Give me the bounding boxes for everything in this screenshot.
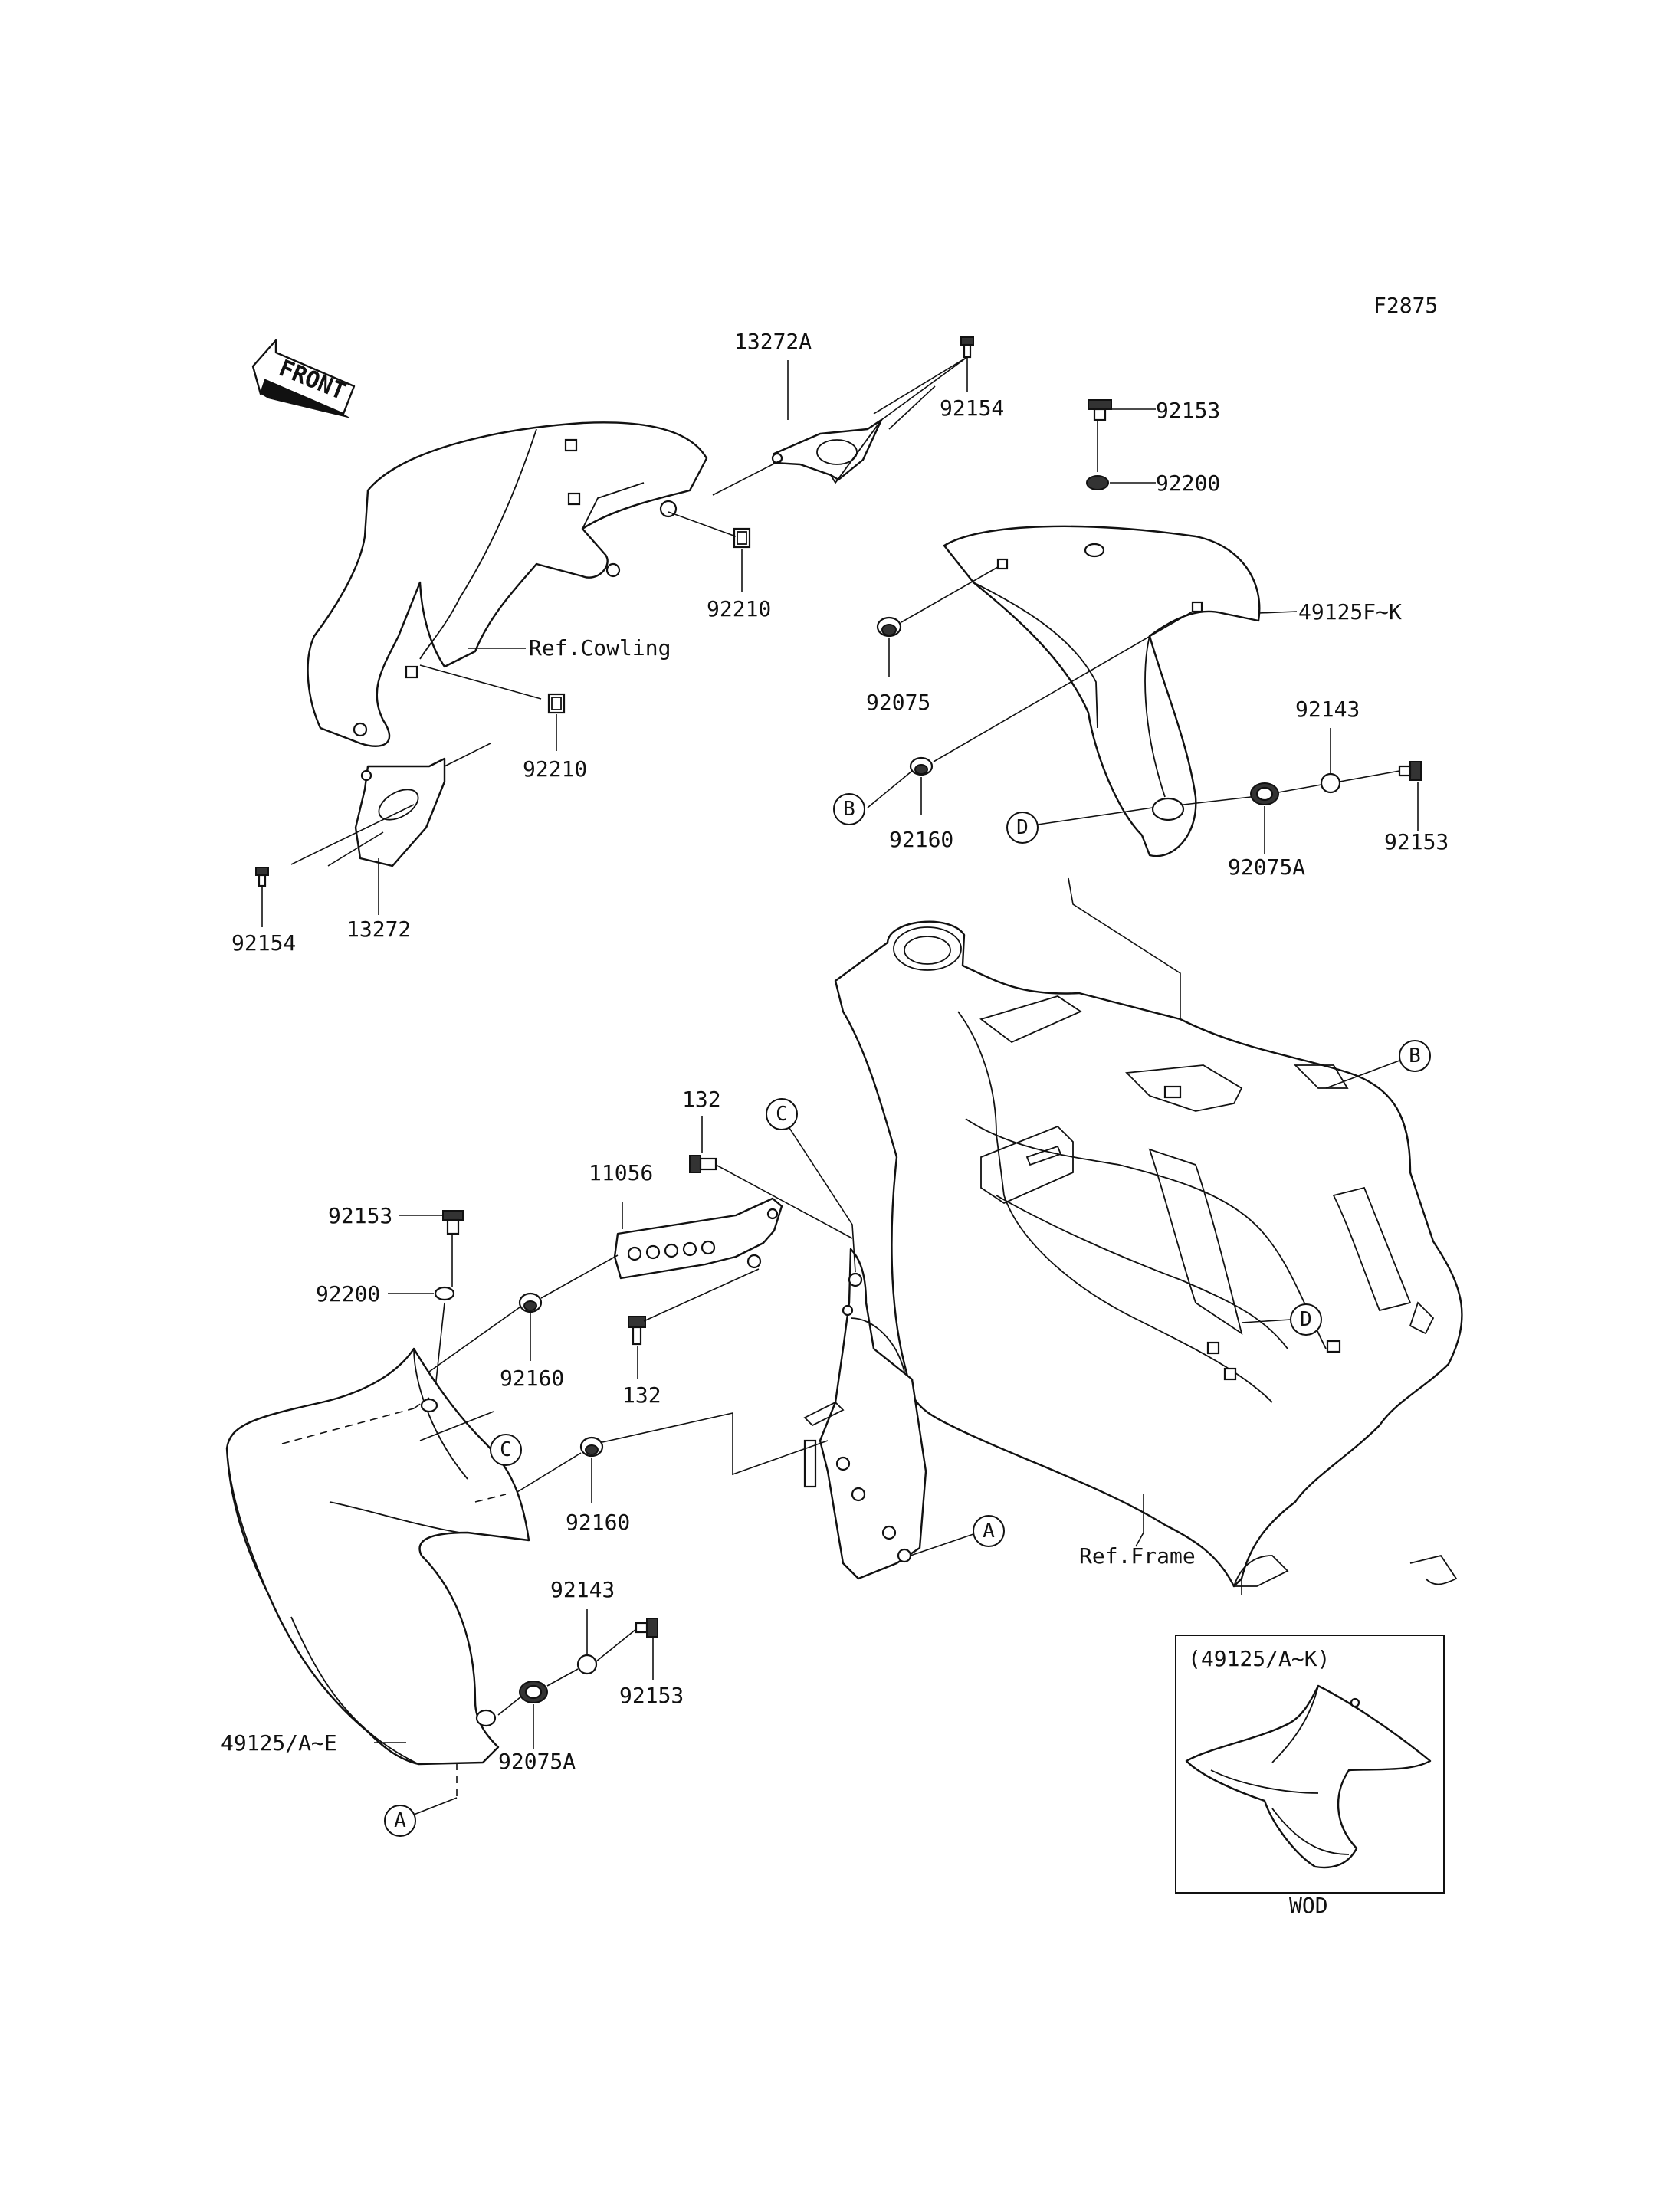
label-92075: 92075 xyxy=(866,690,930,715)
callout-c-frame xyxy=(766,1098,798,1130)
grommet-92075A-low xyxy=(519,1681,548,1703)
grommet-92075A-top xyxy=(1250,782,1279,805)
callout-b-fender xyxy=(833,793,865,825)
figure-code: F2875 xyxy=(1373,293,1438,318)
label-92160-mid: 92160 xyxy=(500,1366,564,1391)
svg-text:D: D xyxy=(1300,1308,1312,1331)
bolt-92153-top xyxy=(1088,399,1112,421)
label-92160-low: 92160 xyxy=(566,1510,630,1535)
cowling-assembly xyxy=(307,421,708,747)
label-92160-top: 92160 xyxy=(889,827,953,852)
label-13272A: 13272A xyxy=(734,329,812,354)
washer-92143-low xyxy=(576,1654,598,1675)
nut-92210-b xyxy=(547,693,566,714)
label-11056: 11056 xyxy=(589,1160,653,1185)
washer-92200-top xyxy=(1086,475,1109,490)
bolt-92154-left xyxy=(255,867,269,887)
frame-side-bracket xyxy=(803,1248,927,1580)
bracket-11056 xyxy=(613,1197,783,1280)
washer-92143-top xyxy=(1320,772,1341,794)
front-arrow-icon: FRONT xyxy=(251,339,356,418)
side-shroud xyxy=(225,1347,530,1766)
inset-caption: WOD xyxy=(1289,1893,1328,1918)
label-92210-b: 92210 xyxy=(523,756,587,782)
label-92200-top: 92200 xyxy=(1156,471,1220,496)
callout-a-frame xyxy=(973,1515,1005,1547)
label-92200-left: 92200 xyxy=(316,1281,380,1307)
bracket-13272A xyxy=(771,418,883,484)
bolt-92153-right xyxy=(1398,761,1422,781)
label-92210-a: 92210 xyxy=(707,596,771,621)
bolt-92153-low xyxy=(635,1618,658,1638)
inset-box: (49125/A~K) WOD xyxy=(1175,1635,1445,1918)
front-fender xyxy=(943,525,1261,857)
inset-title: (49125/A~K) xyxy=(1188,1646,1330,1671)
bolt-132-top xyxy=(689,1155,717,1173)
label-92153-left: 92153 xyxy=(328,1203,392,1228)
label-ref-cowling: Ref.Cowling xyxy=(529,635,671,661)
grommet-92160-mid xyxy=(518,1292,543,1313)
label-49125AE: 49125/A~E xyxy=(221,1730,337,1756)
frame xyxy=(834,920,1463,1588)
grommet-92160-low xyxy=(579,1436,604,1458)
callout-b-frame xyxy=(1399,1040,1431,1072)
svg-text:A: A xyxy=(983,1520,995,1543)
callout-a-shroud xyxy=(384,1805,416,1837)
label-132-top: 132 xyxy=(682,1087,721,1112)
svg-text:D: D xyxy=(1016,816,1029,839)
svg-text:C: C xyxy=(500,1438,512,1461)
label-ref-frame: Ref.Frame xyxy=(1079,1543,1196,1569)
label-92154-top: 92154 xyxy=(940,395,1004,421)
label-92153-top: 92153 xyxy=(1156,398,1220,423)
bolt-132-bottom xyxy=(628,1316,646,1346)
callout-d-fender xyxy=(1006,812,1039,844)
grommet-92160-top xyxy=(909,756,934,776)
svg-text:B: B xyxy=(1409,1044,1421,1067)
label-92154-left: 92154 xyxy=(231,930,296,956)
label-49125FK: 49125F~K xyxy=(1298,599,1402,625)
label-92153-low: 92153 xyxy=(619,1683,684,1708)
bolt-92154-top xyxy=(960,336,974,359)
bracket-13272 xyxy=(354,757,446,867)
label-92143-low: 92143 xyxy=(550,1577,615,1602)
grommet-92075 xyxy=(876,616,902,638)
svg-text:A: A xyxy=(394,1809,406,1832)
label-92075A-low: 92075A xyxy=(498,1749,576,1774)
label-13272: 13272 xyxy=(346,917,411,942)
label-132-bottom: 132 xyxy=(622,1382,661,1408)
washer-92200-left xyxy=(434,1286,455,1301)
callout-c-shroud xyxy=(490,1434,522,1466)
label-92153-right: 92153 xyxy=(1384,829,1449,854)
bolt-92153-left xyxy=(442,1210,464,1235)
label-92075A-top: 92075A xyxy=(1228,854,1305,880)
nut-92210-a xyxy=(733,527,751,549)
svg-text:B: B xyxy=(843,798,855,821)
label-92143-top: 92143 xyxy=(1295,697,1360,722)
svg-text:C: C xyxy=(776,1103,788,1126)
